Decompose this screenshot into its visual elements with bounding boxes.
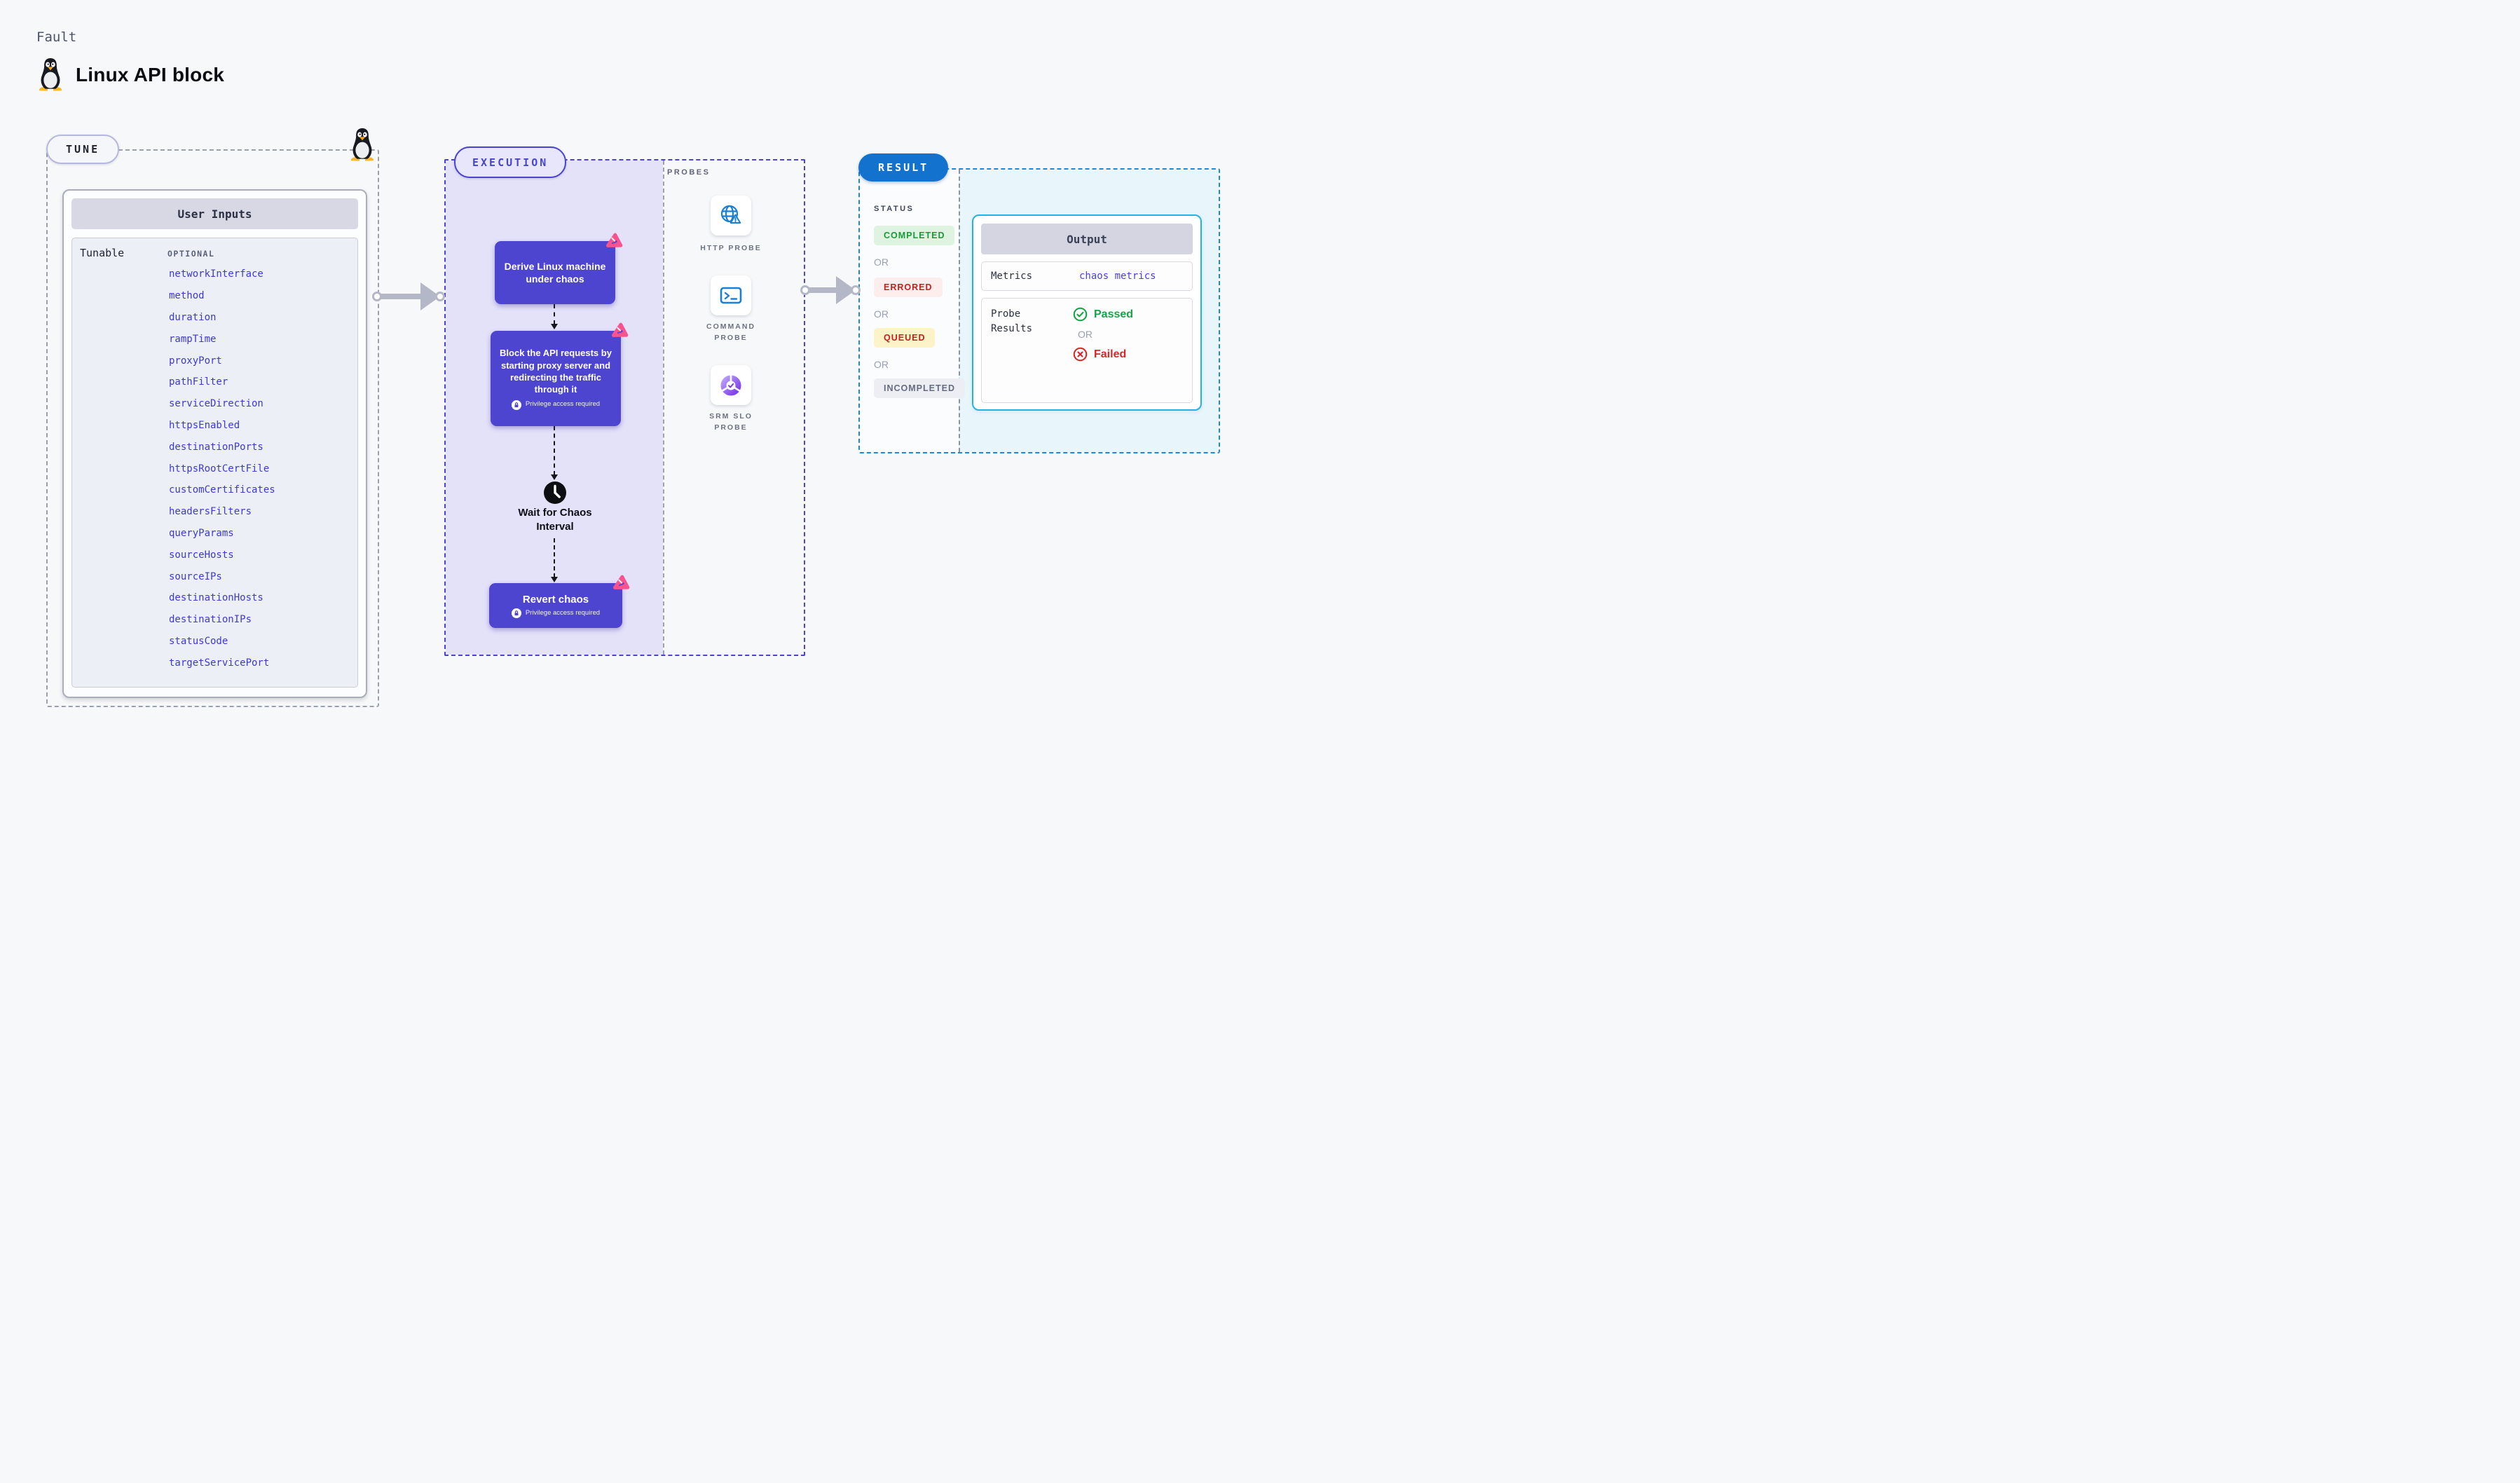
execution-probes-divider — [663, 160, 664, 655]
chaos-icon — [612, 574, 631, 593]
param-link[interactable]: headersFilters — [169, 506, 252, 518]
param-link[interactable]: duration — [169, 311, 217, 323]
check-circle-icon — [1073, 307, 1088, 322]
param-link[interactable]: method — [169, 290, 205, 302]
fault-diagram-page: Fault Linux API block TUNE User Inputs T… — [0, 0, 1260, 742]
param-link[interactable]: targetServicePort — [169, 657, 270, 669]
param-link[interactable]: destinationHosts — [169, 592, 263, 604]
http-probe-card — [711, 196, 751, 235]
tux-linux-icon — [39, 57, 62, 91]
privilege-note: Privilege access required — [511, 399, 600, 410]
param-link[interactable]: destinationIPs — [169, 614, 252, 626]
lock-icon — [511, 399, 521, 410]
param-link[interactable]: httpsEnabled — [169, 419, 240, 431]
status-badge-incompleted: INCOMPLETED — [874, 378, 965, 398]
privilege-note: Privilege access required — [511, 608, 600, 619]
command-probe-card — [711, 275, 751, 315]
param-link[interactable]: sourceIPs — [169, 570, 222, 582]
step-label: Block the API requests by starting proxy… — [500, 348, 612, 395]
flow-connector — [551, 538, 558, 582]
param-link[interactable]: statusCode — [169, 635, 228, 647]
tunable-label: Tunable — [80, 247, 125, 259]
failed-label: Failed — [1094, 348, 1127, 360]
step-label: Derive Linux machine under chaos — [504, 260, 606, 285]
http-probe-label: HTTP PROBE — [700, 244, 762, 252]
probe-results-row: Probe Results Passed OR Failed — [981, 298, 1193, 403]
or-label: OR — [874, 359, 889, 370]
chaos-icon — [610, 322, 629, 341]
wait-clock-icon — [543, 481, 567, 508]
passed-label: Passed — [1094, 308, 1134, 320]
status-badge-errored: ERRORED — [874, 278, 943, 297]
step-label: Revert chaos — [522, 593, 589, 606]
or-label: OR — [874, 257, 889, 268]
lock-icon — [511, 608, 521, 619]
param-link[interactable]: serviceDirection — [169, 398, 263, 410]
step-derive-machine: Derive Linux machine under chaos — [495, 241, 615, 304]
user-inputs-title: User Inputs — [71, 198, 358, 229]
srm-slo-probe-card — [711, 365, 751, 405]
output-title: Output — [981, 224, 1193, 254]
param-link[interactable]: sourceHosts — [169, 549, 234, 561]
tune-section — [46, 149, 379, 707]
metrics-label: Metrics — [991, 271, 1033, 282]
status-title: STATUS — [874, 205, 915, 213]
user-inputs-body: Tunable OPTIONAL networkInterface method… — [71, 238, 358, 688]
probe-results-values: Passed OR Failed — [1073, 307, 1133, 402]
or-label: OR — [874, 308, 889, 320]
tune-to-execution-arrow — [372, 282, 445, 310]
param-link[interactable]: customCertificates — [169, 484, 275, 496]
chaos-icon — [605, 232, 624, 251]
failed-row: Failed — [1073, 347, 1133, 362]
flow-connector — [551, 304, 558, 329]
param-link[interactable]: httpsRootCertFile — [169, 463, 270, 474]
output-card: Output Metrics chaos metrics Probe Resul… — [972, 214, 1202, 411]
param-link[interactable]: rampTime — [169, 333, 217, 345]
or-label: OR — [1078, 329, 1093, 340]
execution-badge: EXECUTION — [454, 146, 567, 178]
passed-row: Passed — [1073, 307, 1133, 322]
param-link[interactable]: pathFilter — [169, 376, 228, 388]
page-title: Linux API block — [76, 64, 224, 86]
param-link[interactable]: queryParams — [169, 527, 234, 539]
step-revert-chaos: Revert chaos Privilege access required — [489, 583, 622, 628]
tux-linux-icon-small — [350, 128, 374, 161]
x-circle-icon — [1073, 347, 1088, 362]
status-badge-completed: COMPLETED — [874, 226, 955, 245]
user-inputs-card: User Inputs Tunable OPTIONAL networkInte… — [62, 189, 367, 698]
page-kicker: Fault — [36, 29, 77, 45]
param-link[interactable]: destinationPorts — [169, 441, 263, 453]
probes-title: PROBES — [667, 168, 711, 177]
param-link[interactable]: proxyPort — [169, 355, 222, 367]
step-block-api: Block the API requests by starting proxy… — [491, 331, 621, 426]
result-badge: RESULT — [858, 153, 949, 182]
optional-tag: OPTIONAL — [167, 249, 215, 259]
probe-results-label: Probe Results — [991, 308, 1033, 334]
wait-for-chaos-label: Wait for Chaos Interval — [518, 507, 592, 533]
metrics-value: chaos metrics — [1079, 271, 1156, 282]
page-header: Linux API block — [36, 57, 224, 93]
execution-to-result-arrow — [800, 276, 861, 304]
param-link[interactable]: networkInterface — [169, 268, 263, 280]
flow-connector — [551, 426, 558, 480]
terminal-icon — [720, 287, 742, 303]
globe-alert-icon — [720, 205, 741, 224]
status-badge-queued: QUEUED — [874, 328, 936, 348]
metrics-row: Metrics chaos metrics — [981, 261, 1193, 291]
status-column — [860, 170, 959, 452]
slo-donut-icon — [720, 374, 741, 395]
status-output-divider — [959, 170, 960, 452]
command-probe-label: COMMAND PROBE — [706, 322, 755, 343]
tune-badge: TUNE — [46, 135, 120, 164]
param-list: networkInterface method duration rampTim… — [169, 264, 275, 674]
srm-slo-probe-label: SRM SLO PROBE — [709, 412, 753, 432]
